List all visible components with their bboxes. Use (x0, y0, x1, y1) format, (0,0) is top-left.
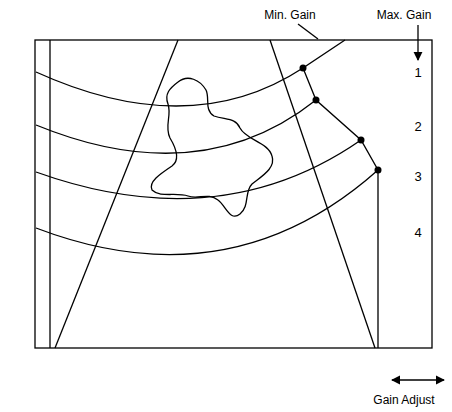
depth-arc (36, 100, 316, 153)
depth-arc (36, 140, 361, 199)
display-frame (35, 40, 432, 348)
gain-dot (375, 167, 382, 174)
callout-number: 3 (414, 170, 421, 183)
gain-adjust-label: Gain Adjust (373, 394, 434, 406)
adjust-arrow (392, 379, 444, 380)
callout-number: 2 (414, 120, 421, 133)
gain-arrow (417, 25, 418, 60)
callout-number: 4 (414, 226, 421, 239)
gain-dot (300, 65, 307, 72)
min-gain-label: Min. Gain (264, 9, 315, 21)
depth-arc (36, 68, 303, 106)
sector-edge (270, 40, 375, 348)
depth-arc (36, 170, 378, 255)
gain-dot (358, 137, 365, 144)
organ-outline (151, 78, 272, 216)
gain-dot (313, 97, 320, 104)
gain-curve (303, 40, 378, 348)
callout-number: 1 (414, 66, 421, 79)
max-gain-label: Max. Gain (377, 9, 432, 21)
left-border-line (49, 40, 50, 348)
leader-line (298, 24, 318, 39)
